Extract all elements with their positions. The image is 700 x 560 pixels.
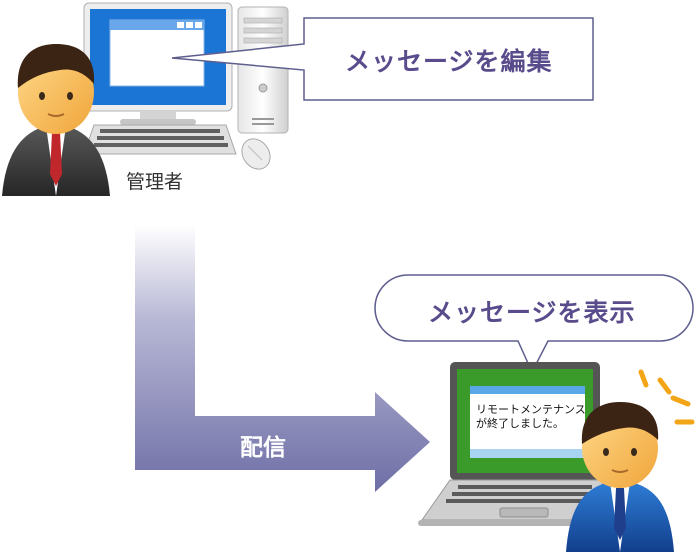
delivery-arrow [135,225,430,492]
user-person [566,402,674,552]
desktop-tower [237,6,289,134]
admin-person [2,44,110,196]
admin-label: 管理者 [126,171,184,193]
edit-callout [171,17,594,101]
edit-callout-text: メッセージを編集 [345,47,553,76]
deliver-label: 配信 [240,435,286,461]
display-callout [374,274,694,374]
screen-message: リモートメンテナンスが終了しました。 [476,403,586,430]
laptop [418,362,632,526]
display-callout-text: メッセージを表示 [428,298,636,327]
admin-keyboard [83,124,237,155]
notification-marks [638,369,695,425]
mouse [241,138,271,170]
admin-monitor [83,2,233,125]
